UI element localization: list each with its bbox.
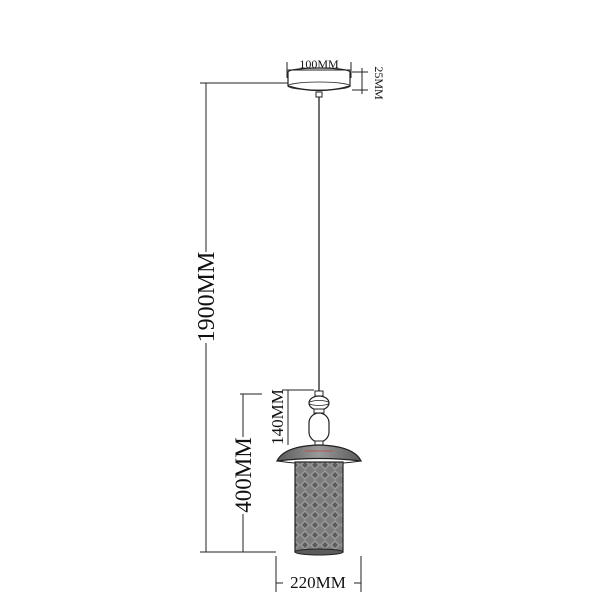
lamp-height-dimension: 400MM bbox=[231, 393, 262, 552]
decorative-connector bbox=[308, 390, 330, 446]
canopy-height-label: 25MM bbox=[372, 66, 386, 100]
total-drop-dimension: 1900MM bbox=[194, 82, 288, 553]
connector-height-dimension: 140MM bbox=[268, 389, 314, 445]
lamp-height-label: 400MM bbox=[231, 437, 256, 512]
lamp-width-dimension: 220MM bbox=[275, 556, 362, 592]
connector-height-label: 140MM bbox=[268, 389, 287, 445]
canopy-width-dimension: 100MM bbox=[286, 57, 352, 78]
total-drop-label: 1900MM bbox=[194, 252, 220, 343]
lamp-width-label: 220MM bbox=[290, 573, 346, 592]
lamp-shade-top bbox=[275, 444, 363, 465]
canopy-width-label: 100MM bbox=[299, 57, 339, 71]
canopy-height-dimension: 25MM bbox=[352, 66, 386, 100]
ceiling-canopy bbox=[287, 67, 351, 98]
textured-glass-cylinder bbox=[294, 461, 344, 556]
